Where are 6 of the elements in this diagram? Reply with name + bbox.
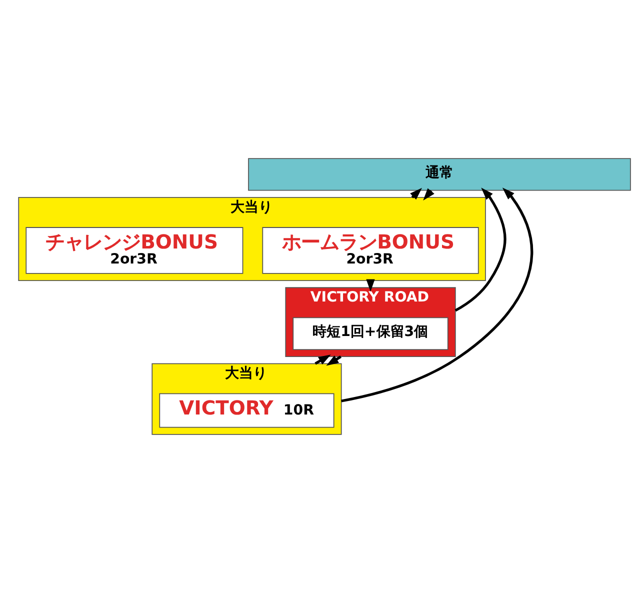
node-box: 時短1回+保留3個	[292, 317, 448, 350]
node-box: 通常	[248, 158, 631, 191]
node-box: VICTORY 10R	[159, 393, 334, 428]
node-box: チャレンジBONUS 2or3R	[26, 227, 244, 274]
arrow	[454, 188, 506, 312]
node-box: ホームランBONUS 2or3R	[262, 227, 479, 274]
